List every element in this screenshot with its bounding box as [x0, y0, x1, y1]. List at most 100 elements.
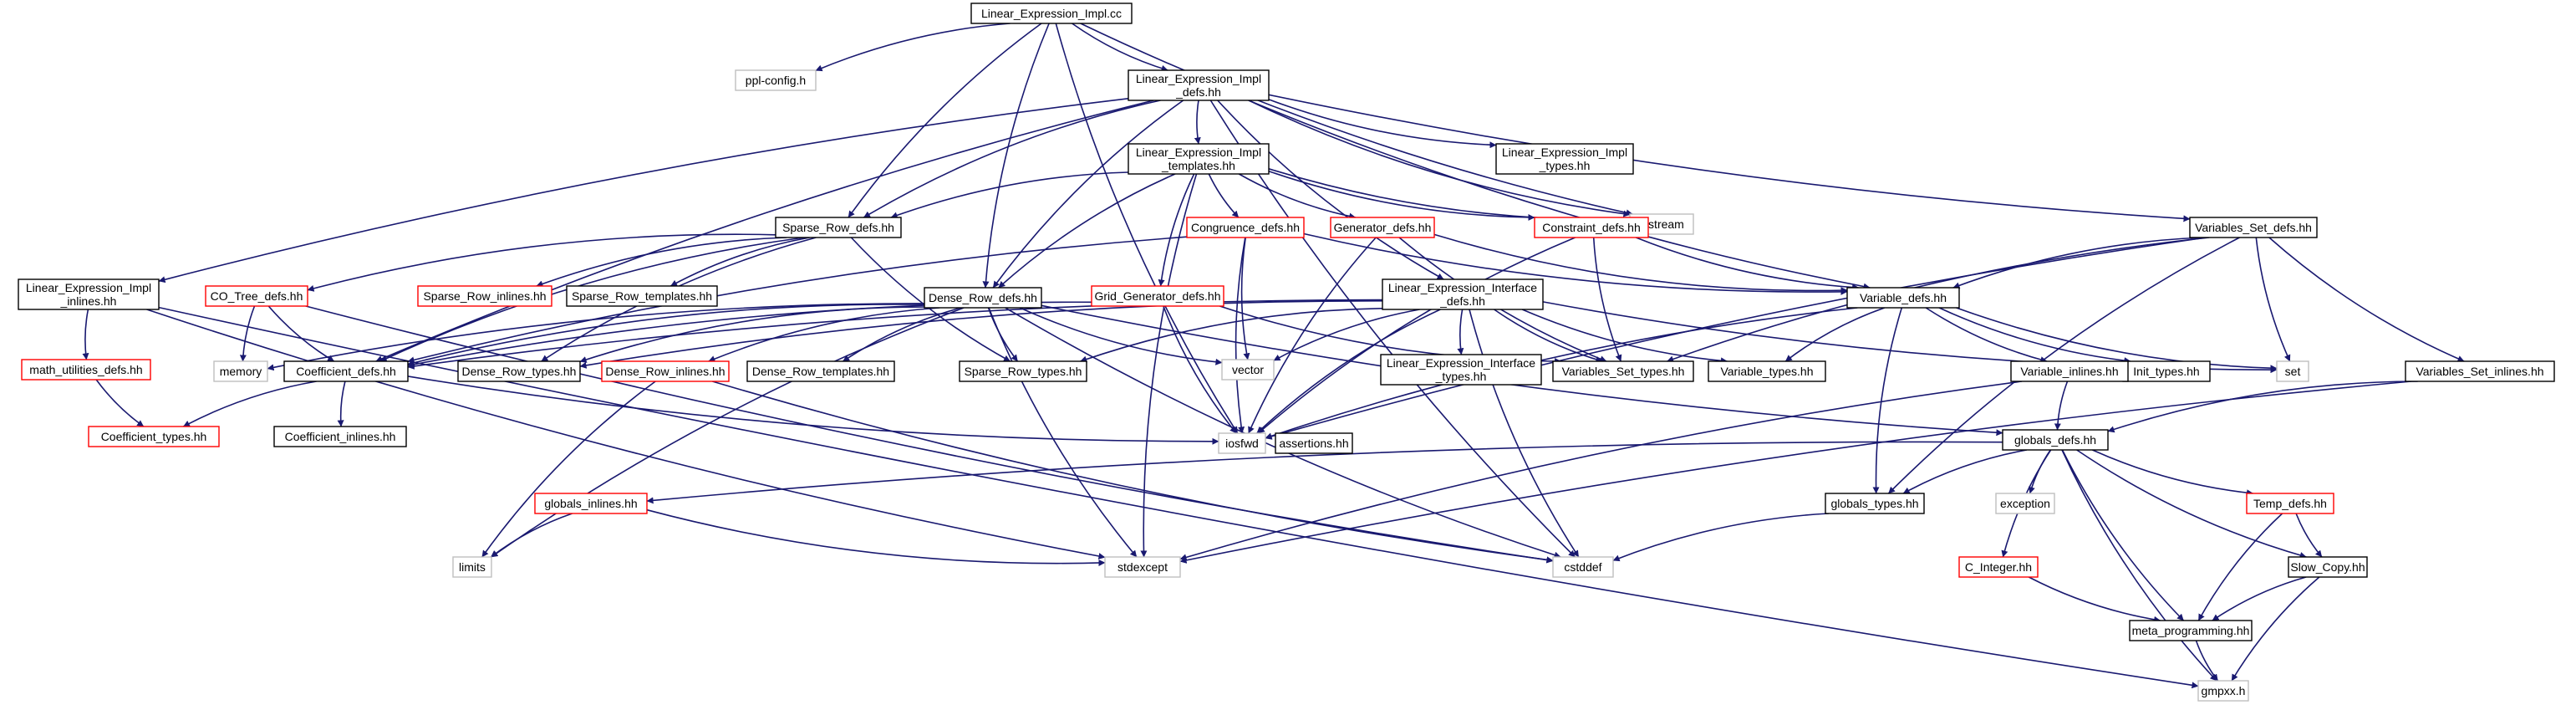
node-lei_inlines[interactable]: Linear_Expression_Impl_inlines.hh: [18, 278, 160, 310]
node-srtemplates[interactable]: Sparse_Row_templates.hh: [566, 285, 718, 307]
edge-lei_defs-to-lei_templates: [1194, 100, 1201, 145]
node-srtypes[interactable]: Sparse_Row_types.hh: [959, 360, 1087, 382]
node-lei_templates[interactable]: Linear_Expression_Impl_templates.hh: [1128, 143, 1270, 175]
node-box: [273, 426, 407, 447]
node-coefinlines[interactable]: Coefficient_inlines.hh: [273, 426, 407, 447]
node-gmpxx: gmpxx.h: [2197, 680, 2249, 702]
node-globtypes[interactable]: globals_types.hh: [1825, 493, 1925, 514]
edge-lei_templates-to-ggdefs: [1158, 173, 1195, 287]
node-pplconfig: ppl-config.h: [735, 69, 817, 91]
node-label: _defs.hh: [1439, 294, 1485, 308]
edge-vsdefs-to-vsinlines: [2268, 237, 2465, 362]
node-label: iostream: [1639, 217, 1684, 231]
node-box: [735, 69, 817, 91]
node-tempdefs[interactable]: Temp_defs.hh: [2246, 493, 2334, 514]
edge-globdefs-to-metaprog: [2061, 449, 2185, 621]
node-assertions[interactable]: assertions.hh: [1275, 432, 1353, 454]
edge-tempdefs-to-slowcopy: [2295, 513, 2323, 558]
node-label: _types.hh: [1435, 370, 1487, 383]
node-box: [1995, 493, 2055, 514]
node-memory: memory: [213, 360, 268, 382]
node-box: [2010, 360, 2129, 382]
node-label: Dense_Row_inlines.hh: [605, 365, 725, 378]
node-box: [205, 285, 308, 307]
node-lei_defs[interactable]: Linear_Expression_Impl_defs.hh: [1128, 69, 1270, 101]
node-box: [2002, 429, 2109, 451]
node-consdefs[interactable]: Constraint_defs.hh: [1534, 217, 1649, 238]
edge-vardefs-to-set: [1956, 307, 2278, 372]
node-label: math_utilities_defs.hh: [29, 363, 142, 376]
node-vstypes[interactable]: Variables_Set_types.hh: [1552, 360, 1694, 382]
edge-drdefs-to-drtemplates: [843, 307, 961, 362]
node-lidefs[interactable]: Linear_Expression_Interface_defs.hh: [1382, 278, 1544, 310]
node-label: globals_types.hh: [1830, 497, 1918, 510]
edge-lei_defs-to-vardefs: [1248, 100, 1871, 290]
node-cinteger[interactable]: C_Integer.hh: [1958, 556, 2039, 578]
edge-lidefs-to-cstddef: [1469, 309, 1580, 558]
node-label: meta_programming.hh: [2132, 624, 2250, 637]
node-ggdefs[interactable]: Grid_Generator_defs.hh: [1091, 285, 1224, 307]
edge-lei_defs-to-srdefs: [863, 100, 1161, 218]
edge-gendefs-to-iosfwd: [1248, 237, 1377, 434]
node-limits: limits: [452, 556, 492, 578]
node-lei_types[interactable]: Linear_Expression_Impl_types.hh: [1495, 143, 1634, 175]
edge-globdefs-to-tempdefs: [2092, 449, 2253, 497]
node-drinlines[interactable]: Dense_Row_inlines.hh: [601, 360, 730, 382]
edge-lidefs-to-srtypes: [1080, 308, 1383, 363]
node-vsdefs[interactable]: Variables_Set_defs.hh: [2189, 217, 2318, 238]
edge-congdefs-to-vardefs: [1303, 232, 1848, 295]
edge-lei_defs-to-coefdefs: [375, 100, 1154, 362]
edge-tempdefs-to-metaprog: [2197, 513, 2283, 621]
node-set: set: [2276, 360, 2309, 382]
edge-drdefs-to-drinlines: [708, 307, 940, 362]
edge-globdefs-to-gmpxx: [2061, 449, 2217, 682]
node-vardefs[interactable]: Variable_defs.hh: [1846, 287, 1960, 309]
node-gendefs[interactable]: Generator_defs.hh: [1330, 217, 1435, 238]
node-srdefs[interactable]: Sparse_Row_defs.hh: [775, 217, 902, 238]
node-box: [1495, 143, 1634, 175]
node-varinlines[interactable]: Variable_inlines.hh: [2010, 360, 2129, 382]
node-metaprog[interactable]: meta_programming.hh: [2129, 620, 2253, 641]
node-drtemplates[interactable]: Dense_Row_templates.hh: [746, 360, 895, 382]
node-root[interactable]: Linear_Expression_Impl.cc: [970, 3, 1133, 24]
edge-lei_defs-to-vsdefs: [1268, 94, 2191, 222]
edge-vardefs-to-globtypes: [1872, 307, 1903, 494]
edge-lidefs-to-drtypes: [579, 299, 1383, 369]
node-label: Temp_defs.hh: [2253, 497, 2327, 510]
node-srinlines[interactable]: Sparse_Row_inlines.hh: [417, 285, 552, 307]
node-label: _inlines.hh: [60, 294, 117, 308]
node-label: Linear_Expression_Impl: [1136, 72, 1261, 85]
node-box: [1958, 556, 2039, 578]
node-mathutil[interactable]: math_utilities_defs.hh: [21, 359, 151, 381]
edge-drdefs-to-vector: [1019, 307, 1223, 365]
node-coefdefs[interactable]: Coefficient_defs.hh: [283, 360, 409, 382]
node-box: [1330, 217, 1435, 238]
edge-vsdefs-to-vstypes: [1667, 237, 2210, 363]
node-label: Dense_Row_defs.hh: [929, 291, 1037, 304]
node-congdefs[interactable]: Congruence_defs.hh: [1186, 217, 1305, 238]
edge-lidefs-to-vector: [1273, 309, 1420, 361]
node-label: globals_defs.hh: [2014, 433, 2096, 447]
node-cotree[interactable]: CO_Tree_defs.hh: [205, 285, 308, 307]
edge-drinlines-to-limits: [481, 381, 656, 558]
node-initfwd[interactable]: Init_types.hh: [2122, 360, 2211, 382]
edge-srdefs-to-srinlines: [536, 237, 787, 288]
node-drdefs[interactable]: Dense_Row_defs.hh: [924, 287, 1042, 309]
node-slowcopy[interactable]: Slow_Copy.hh: [2288, 556, 2368, 578]
node-globdefs[interactable]: globals_defs.hh: [2002, 429, 2109, 451]
node-stdexcept: stdexcept: [1104, 556, 1181, 578]
node-box: [1275, 432, 1353, 454]
edge-lei_defs-to-lei_types: [1268, 99, 1497, 149]
edge-gendefs-to-vardefs: [1433, 233, 1848, 294]
node-litypes[interactable]: Linear_Expression_Interface_types.hh: [1380, 354, 1542, 386]
node-label: Coefficient_defs.hh: [296, 365, 396, 378]
node-globinlines[interactable]: globals_inlines.hh: [534, 493, 648, 514]
node-vartypes[interactable]: Variable_types.hh: [1708, 360, 1826, 382]
node-vsinlines[interactable]: Variables_Set_inlines.hh: [2405, 360, 2555, 382]
edge-vardefs-to-varinlines: [1925, 307, 2048, 363]
node-drtypes[interactable]: Dense_Row_types.hh: [457, 360, 581, 382]
edge-vsdefs-to-iosfwd: [1265, 237, 2207, 440]
node-box: [88, 426, 220, 447]
node-label: globals_inlines.hh: [544, 497, 637, 510]
node-coeftypes[interactable]: Coefficient_types.hh: [88, 426, 220, 447]
